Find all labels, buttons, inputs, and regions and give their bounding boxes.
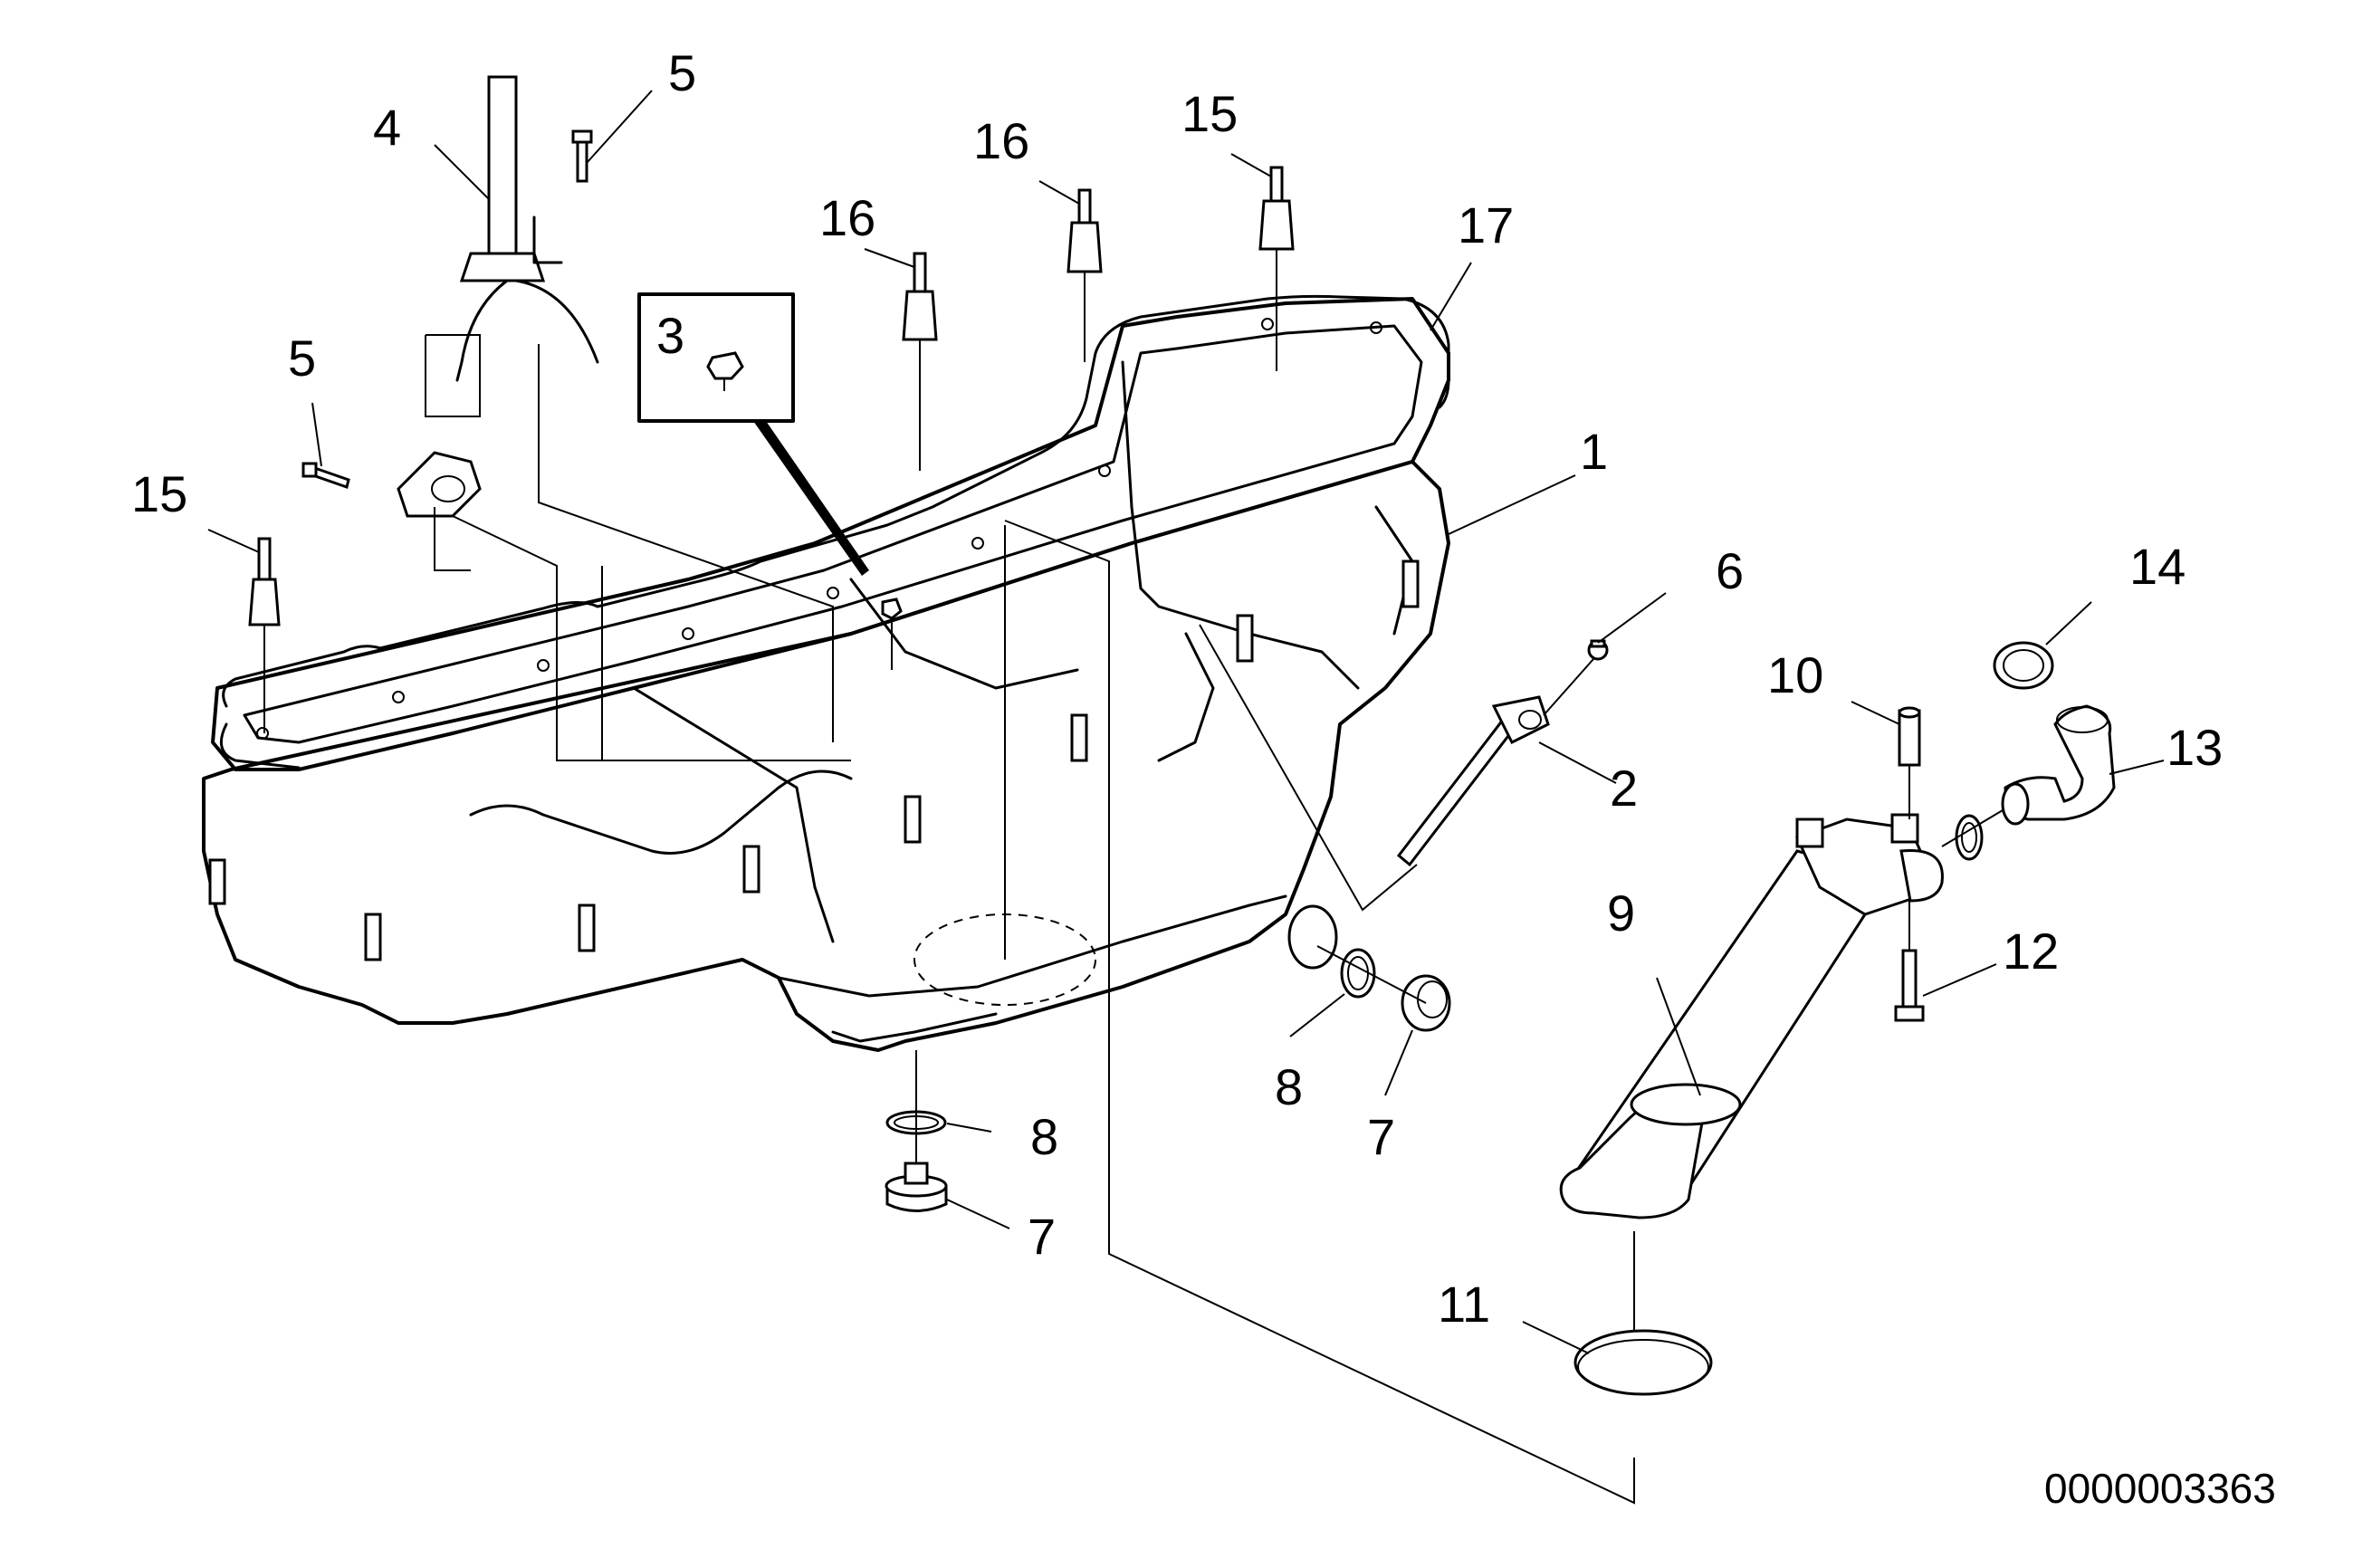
callout-12: 12: [2003, 923, 2059, 980]
callout-7-bottom: 7: [1028, 1208, 1056, 1265]
stud-part-16-b: [1067, 188, 1103, 273]
callout-5-top: 5: [668, 44, 696, 101]
bolt-part-5-top: [571, 129, 593, 183]
callout-7-right: 7: [1367, 1108, 1395, 1165]
dipstick-guide-part-4: [455, 75, 599, 382]
flange-bolt-bosses: [208, 559, 1420, 961]
bolt-part-12: [1894, 901, 1925, 1022]
callout-labels: 4 5 5 15 3 16 16 15 17 1 6 2 14 10 13 9 …: [131, 44, 2276, 1512]
callout-5-left: 5: [288, 330, 316, 387]
dipstick-part-2: [1396, 695, 1550, 867]
stud-part-15-right: [1258, 166, 1295, 251]
callout-13: 13: [2166, 719, 2223, 776]
callout-17: 17: [1458, 196, 1514, 253]
callout-14: 14: [2129, 538, 2186, 595]
callout-3: 3: [656, 307, 684, 364]
strainer-disc-part-11: [1573, 1231, 1713, 1396]
callout-4: 4: [373, 99, 401, 156]
document-number: 0000003363: [2044, 1465, 2276, 1512]
o-ring-part-8-right: [1340, 948, 1376, 999]
callout-8-bottom: 8: [1030, 1108, 1058, 1165]
bracket-part: [397, 451, 482, 518]
leader-lines: [207, 90, 2165, 1354]
o-ring-elbow: [1941, 809, 2004, 861]
callout-15-right: 15: [1181, 85, 1238, 142]
stud-part-15-left: [248, 537, 281, 626]
suction-pipe-part-9: [1559, 813, 1944, 1219]
cap-part-6: [1543, 639, 1609, 716]
callout-16-b: 16: [973, 112, 1029, 169]
callout-16-a: 16: [819, 189, 875, 246]
callout-1: 1: [1580, 423, 1608, 480]
pin-part-10: [1898, 706, 1921, 819]
oil-pan: [202, 294, 1450, 1052]
flange-bolt-holes: [256, 318, 1382, 740]
stud-part-16-a: [902, 252, 938, 341]
elbow-hose-part-13: [2001, 704, 2116, 826]
callout-8-right: 8: [1275, 1058, 1303, 1115]
callout-11: 11: [1438, 1276, 1490, 1333]
detail-box-part-3: [637, 292, 903, 670]
drain-plug-part-7-bottom: [885, 1162, 948, 1212]
callout-9: 9: [1607, 884, 1635, 942]
bolt-part-5-left: [301, 462, 350, 489]
assembly-guide-lines: [425, 334, 1635, 1505]
callout-10: 10: [1767, 646, 1823, 703]
callout-15-left: 15: [131, 465, 187, 522]
callout-2: 2: [1610, 760, 1638, 817]
callout-6: 6: [1716, 542, 1744, 599]
ring-part-14: [1993, 641, 2054, 690]
